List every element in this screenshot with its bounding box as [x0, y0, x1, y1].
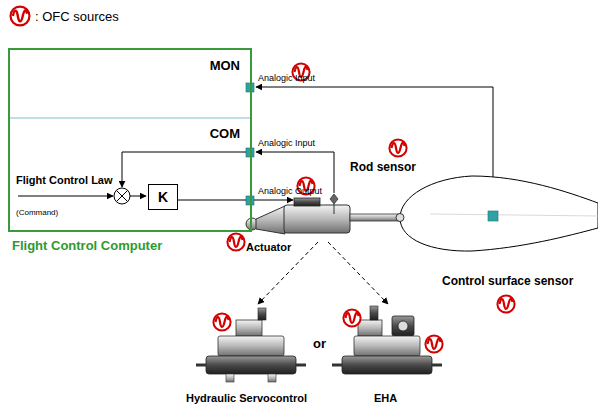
- node-label: COM: [210, 126, 240, 141]
- node-label: K: [158, 189, 168, 205]
- ofc-icon: [227, 233, 244, 250]
- ofc-icon: [343, 309, 360, 326]
- node-label: MON: [210, 58, 240, 73]
- input-port: [246, 148, 254, 157]
- control-surface: [400, 176, 598, 251]
- input-port: [246, 83, 254, 92]
- part-label: Control surface sensor: [442, 274, 573, 288]
- ofc-icon: [497, 295, 514, 312]
- feedback-line: [122, 152, 246, 187]
- port-label: Analogic Output: [258, 186, 322, 196]
- ofc-icon: [389, 139, 406, 156]
- summing-junction: [114, 188, 130, 204]
- output-wire: [254, 200, 293, 201]
- part-label: Rod sensor: [350, 160, 416, 174]
- actuator: [246, 194, 404, 234]
- ofc-icon: [11, 7, 30, 26]
- divider-line: [10, 118, 250, 119]
- hydraulic-servocontrol: [196, 308, 306, 382]
- input-note: (Command): [16, 208, 58, 217]
- ofc-icon: [425, 335, 442, 352]
- command-line: [18, 196, 113, 197]
- port-label: Analogic Input: [258, 138, 315, 148]
- output-port: [246, 196, 254, 205]
- or-label: or: [313, 336, 326, 351]
- part-label: Hydraulic Servocontrol: [186, 392, 307, 404]
- mon-section: MON: [10, 50, 250, 120]
- eha: [332, 306, 442, 374]
- node-label: Flight Control Computer: [12, 238, 162, 253]
- port-label: Analogic Input: [258, 73, 315, 83]
- part-label: EHA: [374, 392, 397, 404]
- legend-text: : OFC sources: [35, 9, 119, 24]
- dashed-arrow: [328, 242, 388, 304]
- gain-box: K: [148, 184, 178, 210]
- ofc-icon: [213, 313, 230, 330]
- part-label: Actuator: [246, 241, 291, 253]
- surface-sensor: [488, 211, 498, 221]
- input-label: Flight Control Law: [16, 174, 113, 186]
- signal-line: [176, 200, 246, 201]
- computer-box: Flight Control ComputerMONCOMK: [8, 48, 252, 232]
- signal-line: [130, 196, 146, 197]
